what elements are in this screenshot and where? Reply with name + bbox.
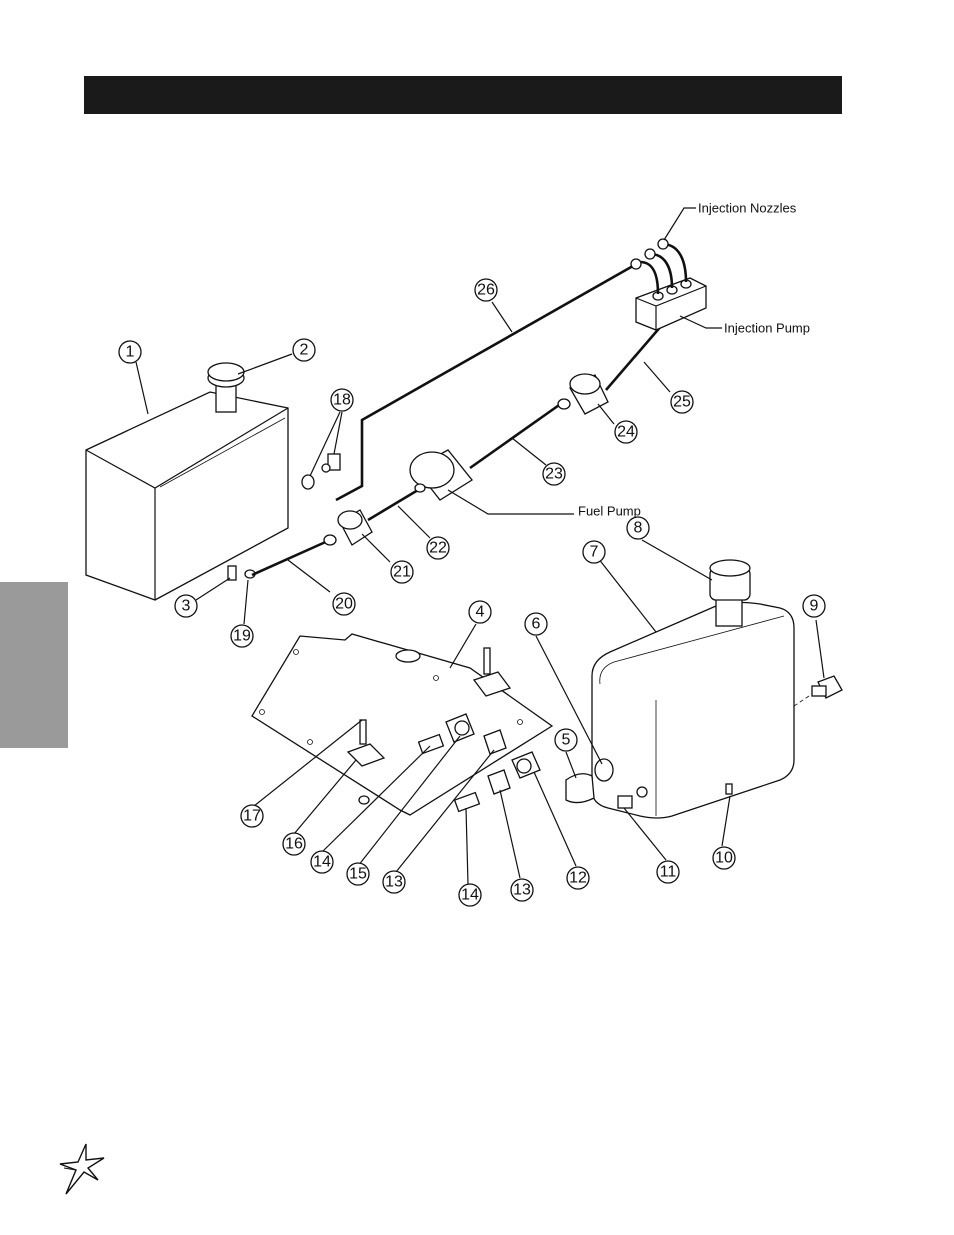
svg-text:12: 12 [569, 870, 587, 887]
callout-18: 18 [330, 388, 354, 412]
callout-14-upper: 14 [310, 850, 334, 874]
callout-6: 6 [524, 612, 548, 636]
svg-text:17: 17 [243, 808, 261, 825]
callouts: 1 2 3 4 5 6 7 8 9 10 11 12 13 13 14 14 1… [118, 278, 826, 907]
callout-23: 23 [542, 462, 566, 486]
svg-text:14: 14 [313, 854, 331, 871]
callout-19: 19 [230, 624, 254, 648]
svg-text:8: 8 [634, 520, 643, 537]
callout-8: 8 [626, 516, 650, 540]
label-injection-pump: Injection Pump [724, 321, 810, 336]
callout-22: 22 [426, 536, 450, 560]
svg-text:18: 18 [333, 392, 351, 409]
callout-15: 15 [346, 862, 370, 886]
star-burst-logo-icon [59, 1143, 105, 1195]
leader-lines [135, 207, 825, 885]
svg-text:14: 14 [461, 887, 479, 904]
svg-text:23: 23 [545, 466, 563, 483]
main-fuel-tank [85, 362, 289, 601]
svg-text:3: 3 [182, 598, 191, 615]
label-injection-nozzles: Injection Nozzles [698, 201, 797, 216]
svg-text:5: 5 [562, 732, 571, 749]
callout-14-lower: 14 [458, 883, 482, 907]
svg-text:26: 26 [477, 282, 495, 299]
callout-24: 24 [614, 420, 638, 444]
callout-1: 1 [118, 340, 142, 364]
svg-text:7: 7 [590, 544, 599, 561]
svg-text:6: 6 [532, 616, 541, 633]
callout-26: 26 [474, 278, 498, 302]
callout-9: 9 [802, 594, 826, 618]
fuel-filter-24 [557, 373, 609, 415]
svg-text:13: 13 [385, 874, 403, 891]
callout-5: 5 [554, 728, 578, 752]
fuel-filter-21 [323, 509, 373, 546]
svg-text:10: 10 [715, 850, 733, 867]
svg-text:11: 11 [660, 864, 677, 881]
callout-17: 17 [240, 804, 264, 828]
callout-21: 21 [390, 560, 414, 584]
svg-text:22: 22 [429, 540, 447, 557]
svg-text:24: 24 [617, 424, 635, 441]
svg-text:20: 20 [335, 596, 353, 613]
svg-text:21: 21 [393, 564, 411, 581]
callout-13-upper: 13 [382, 870, 406, 894]
svg-text:16: 16 [285, 836, 303, 853]
callout-3: 3 [174, 594, 198, 618]
callout-10: 10 [712, 846, 736, 870]
svg-text:2: 2 [300, 342, 309, 359]
svg-text:4: 4 [476, 604, 485, 621]
callout-13-lower: 13 [510, 878, 534, 902]
svg-text:1: 1 [126, 344, 135, 361]
mounting-plate [251, 633, 554, 816]
callout-25: 25 [670, 390, 694, 414]
hydraulic-tank [565, 559, 843, 819]
callout-11: 11 [656, 860, 680, 884]
injection-pump [630, 238, 707, 331]
callout-12: 12 [566, 866, 590, 890]
callout-7: 7 [582, 540, 606, 564]
svg-text:9: 9 [810, 598, 819, 615]
callout-4: 4 [468, 600, 492, 624]
fuel-pump [409, 449, 473, 501]
svg-text:15: 15 [349, 866, 367, 883]
svg-text:25: 25 [673, 394, 691, 411]
callout-2: 2 [292, 338, 316, 362]
side-tab [0, 582, 68, 748]
svg-text:13: 13 [513, 882, 531, 899]
callout-20: 20 [332, 592, 356, 616]
callout-16: 16 [282, 832, 306, 856]
svg-text:19: 19 [233, 628, 251, 645]
hose-lines [251, 260, 669, 577]
fitting-18 [301, 453, 341, 490]
header-bar [84, 76, 842, 114]
label-fuel-pump: Fuel Pump [578, 504, 641, 519]
